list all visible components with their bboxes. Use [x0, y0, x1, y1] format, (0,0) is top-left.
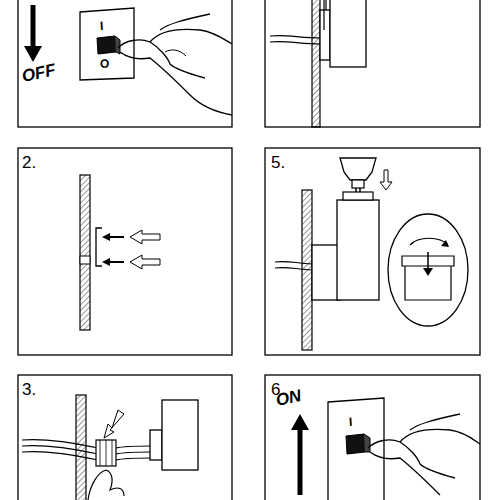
- switch-mark: O: [100, 57, 110, 70]
- panel-frame: [265, 0, 480, 127]
- panel-number: 3.: [22, 381, 36, 398]
- wall-bracket: [80, 175, 160, 330]
- switch-off: [24, 5, 232, 115]
- panel-number: 2.: [22, 154, 36, 171]
- bulb-insertion: [275, 158, 468, 350]
- lamp-mounted: [270, 0, 366, 127]
- panel-number: 5.: [271, 154, 285, 171]
- switch-on: [291, 398, 480, 500]
- panel-frame: [18, 148, 232, 355]
- panel-frame: [18, 375, 232, 500]
- direction-label: ON: [274, 387, 302, 409]
- panel-frame: [265, 148, 480, 355]
- panel-frame: [18, 0, 232, 127]
- direction-label: OFF: [20, 61, 57, 85]
- panel-frame: [265, 375, 480, 500]
- wiring: [22, 395, 198, 500]
